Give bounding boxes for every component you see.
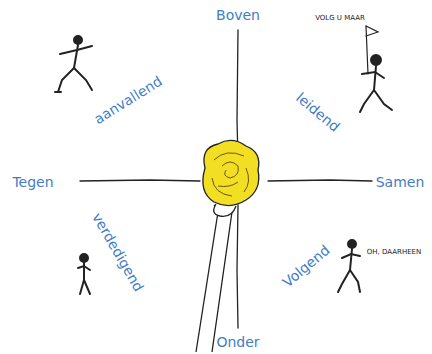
quadrant-label: leidend [294,90,343,134]
speech-note: VOLG U MAAR [315,15,365,22]
yellow-flower [203,140,259,205]
axis-label: Tegen [12,175,53,189]
defending-figure [78,254,90,294]
hand-arm [196,204,236,352]
leading-figure [360,26,392,112]
axes [80,30,372,328]
quadrant-label: aanvallend [92,74,165,127]
axis-label: Boven [216,8,260,22]
attacking-figure [55,36,92,92]
quadrant-label: verdedigend [90,210,146,293]
axis-label: Onder [216,335,259,349]
axis-label: Samen [376,175,425,189]
quadrant-label: Volgend [280,243,332,290]
speech-note: OH, DAARHEEN [367,249,421,256]
following-figure [338,240,360,292]
